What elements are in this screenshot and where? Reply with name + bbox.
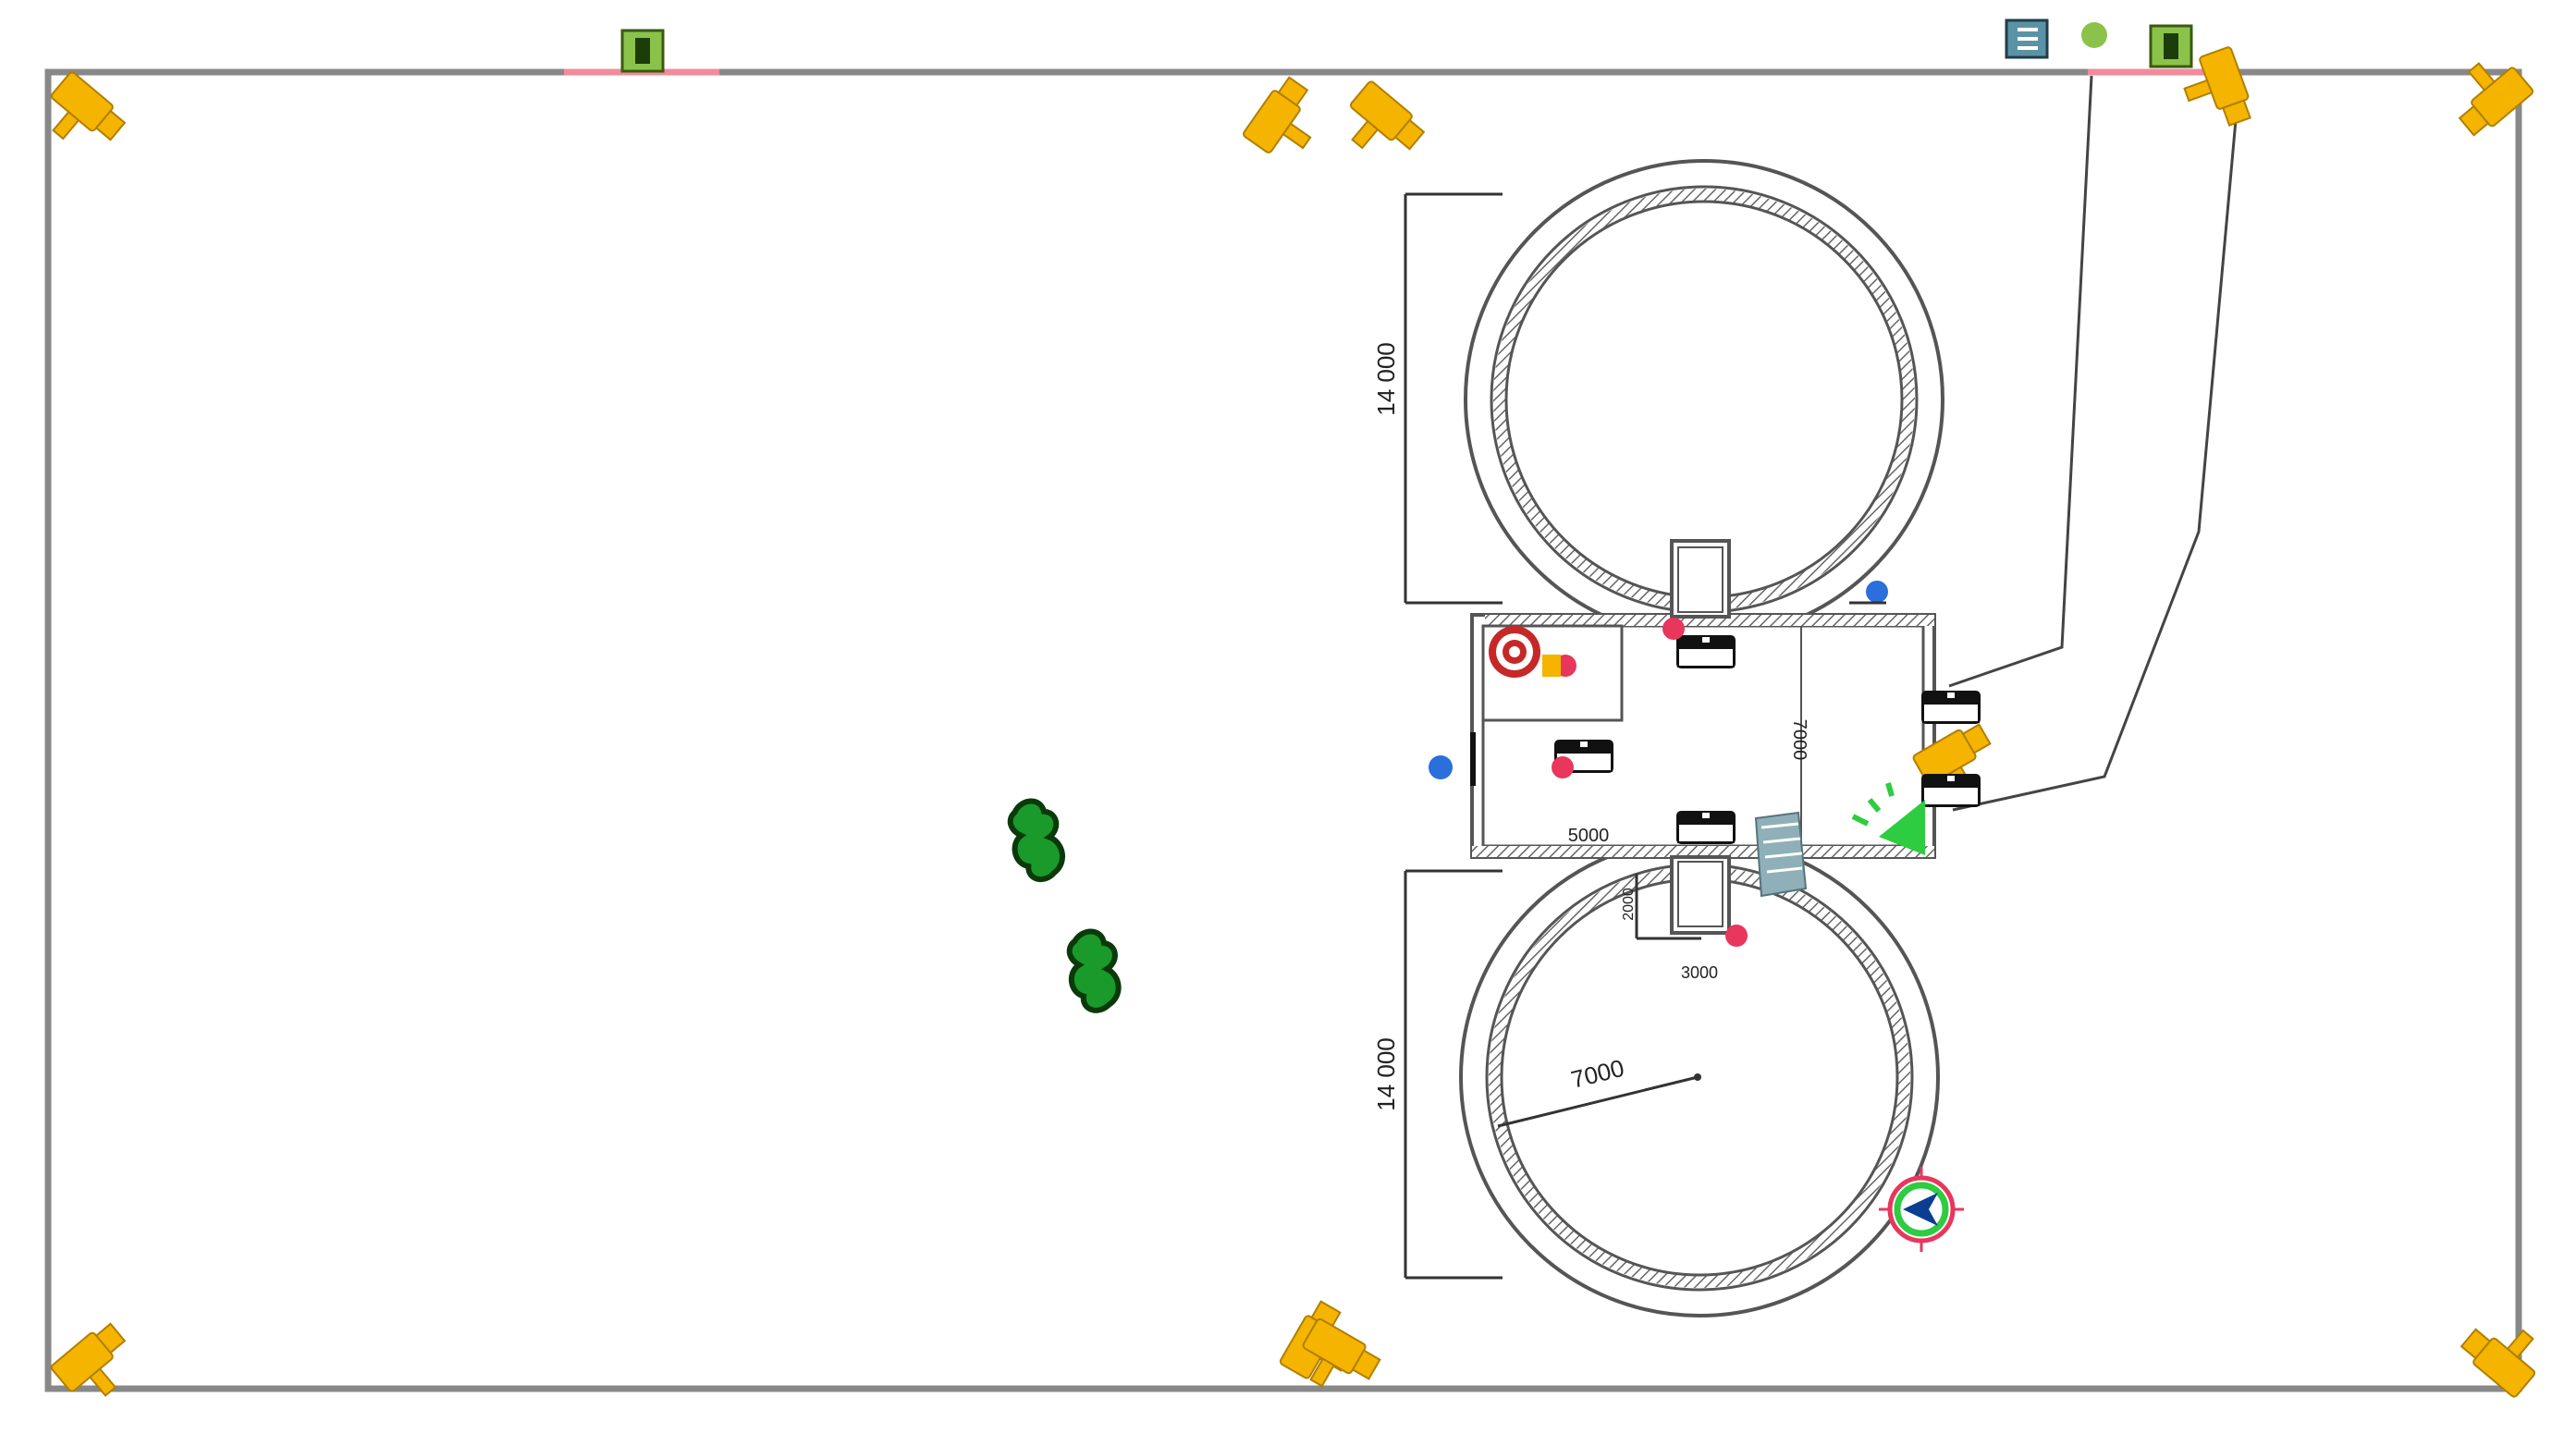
control-cabinet-icon[interactable] (2005, 18, 2049, 59)
motion-sensor-icon[interactable] (1552, 756, 1574, 778)
cctv-camera-icon[interactable] (1241, 73, 1333, 169)
bush-icon (1060, 926, 1128, 1015)
lower-tank-height-label: 14 000 (1372, 1037, 1400, 1111)
door-controller-icon[interactable] (1675, 634, 1736, 669)
door-controller-icon[interactable] (1920, 690, 1981, 725)
target-icon[interactable] (1489, 626, 1540, 678)
lower-tank-radius-label: 7000 (1568, 1054, 1626, 1094)
perimeter-fence (44, 68, 2522, 1392)
siren-icon[interactable] (1851, 782, 1925, 855)
room-bottom-label: 5000 (1568, 826, 1610, 846)
access-reader-icon[interactable] (620, 29, 665, 73)
motion-sensor-icon[interactable] (1429, 755, 1453, 779)
pump-building (1470, 539, 1936, 935)
door-controller-icon[interactable] (1920, 773, 1981, 808)
cctv-camera-icon[interactable] (49, 1318, 145, 1413)
cctv-camera-icon[interactable] (1332, 79, 1429, 173)
door-contact-icon[interactable] (1542, 655, 1561, 677)
upper-tank-height-label: 14 000 (1372, 342, 1400, 416)
status-indicator-icon[interactable] (2081, 22, 2107, 48)
cable-routes (1948, 75, 2238, 812)
motion-sensor-icon[interactable] (1849, 581, 1888, 605)
door-controller-icon[interactable] (1675, 810, 1736, 845)
room-width-label: 7000 (1789, 719, 1809, 761)
control-panel-icon[interactable] (1754, 811, 1808, 898)
compass-icon[interactable] (1879, 1167, 1964, 1252)
dimension-lines (1404, 192, 1701, 1280)
motion-sensor-icon[interactable] (1725, 925, 1748, 947)
bush-icon (1000, 794, 1073, 885)
access-reader-icon[interactable] (2149, 24, 2193, 68)
cctv-camera-icon[interactable] (2457, 1305, 2553, 1400)
small-dimension-label: 2000 (1621, 888, 1637, 921)
motion-sensor-icon[interactable] (1662, 618, 1685, 640)
door-width-label: 3000 (1681, 963, 1718, 982)
